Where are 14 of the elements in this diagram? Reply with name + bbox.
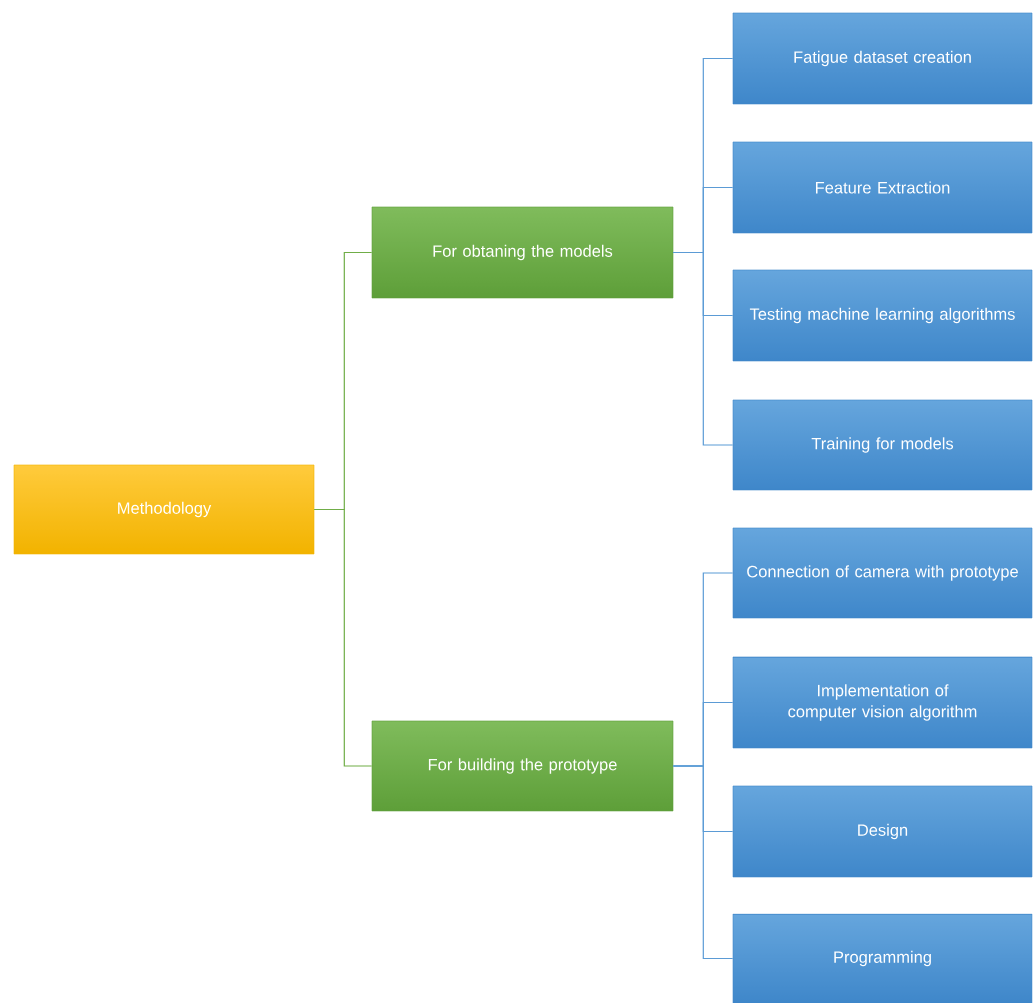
step-box: Programming bbox=[732, 913, 1033, 1003]
connector-line bbox=[313, 508, 373, 767]
step-box: Connection of camera with prototype bbox=[732, 527, 1033, 619]
branch-box: For obtaning the models bbox=[371, 206, 674, 299]
step-box: Feature Extraction bbox=[732, 141, 1033, 234]
step-box: Testing machine learning algorithms bbox=[732, 269, 1033, 362]
connector-line bbox=[672, 251, 734, 446]
branch-box: For building the prototype bbox=[371, 720, 674, 812]
step-box: Implementation of computer vision algorithm bbox=[732, 656, 1033, 749]
root-box: Methodology bbox=[13, 464, 315, 555]
connector-line bbox=[672, 765, 734, 960]
step-box: Fatigue dataset creation bbox=[732, 12, 1033, 105]
step-box: Training for models bbox=[732, 399, 1033, 491]
step-box: Design bbox=[732, 785, 1033, 878]
